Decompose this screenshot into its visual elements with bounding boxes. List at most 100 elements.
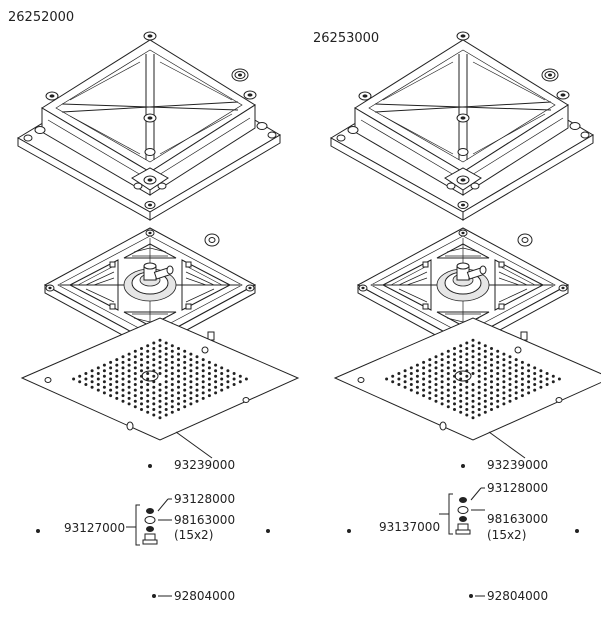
nozzle-hole	[508, 366, 512, 370]
nozzle-hole	[514, 374, 518, 378]
nozzle-hole	[415, 369, 419, 373]
nozzle-hole	[195, 377, 199, 381]
nozzle-hole	[140, 352, 143, 356]
nozzle-hole	[490, 380, 493, 384]
nozzle-hole	[152, 402, 156, 406]
nozzle-hole	[207, 360, 211, 364]
nozzle-hole	[428, 380, 432, 384]
nozzle-hole	[164, 369, 168, 373]
nozzle-hole	[96, 383, 100, 386]
nozzle-hole	[471, 410, 475, 414]
nozzle-hole	[177, 408, 180, 411]
nozzle-hole	[490, 408, 493, 411]
nozzle-hole	[133, 394, 137, 398]
nozzle-hole	[146, 360, 150, 364]
part-qty-right: (15x2)	[487, 528, 527, 542]
nozzle-hole	[164, 385, 168, 389]
nozzle-hole	[146, 394, 150, 398]
nozzle-hole	[127, 352, 131, 356]
nozzle-hole	[140, 380, 143, 384]
nozzle-hole	[158, 410, 162, 414]
nozzle-hole	[434, 394, 438, 398]
nozzle-hole	[527, 369, 531, 373]
nozzle-hole	[403, 369, 407, 373]
nozzle-hole	[183, 349, 187, 353]
nozzle-hole	[195, 388, 199, 392]
nozzle-hole	[409, 366, 413, 370]
nozzle-hole	[140, 396, 143, 400]
nozzle-hole	[115, 374, 119, 378]
nozzle-hole	[490, 391, 493, 395]
nozzle-hole	[446, 349, 450, 353]
nozzle-hole	[177, 402, 180, 406]
nozzle-hole	[428, 391, 432, 395]
nozzle-hole	[170, 377, 174, 381]
nozzle-hole	[158, 394, 162, 398]
nozzle-hole	[177, 347, 180, 350]
nozzle-hole	[502, 358, 506, 362]
nozzle-hole	[220, 366, 224, 370]
nozzle-plate-right	[334, 317, 601, 441]
nozzle-hole	[109, 394, 113, 398]
nozzle-hole	[397, 383, 401, 386]
nozzle-hole	[146, 399, 150, 403]
nozzle-hole	[459, 355, 463, 359]
nozzle-hole	[140, 363, 143, 367]
nozzle-hole	[121, 388, 125, 392]
nozzle-hole	[440, 352, 444, 356]
nozzle-hole	[121, 366, 125, 370]
nozzle-hole	[189, 402, 193, 406]
nozzle-hole	[514, 369, 518, 373]
nozzle-hole	[471, 338, 475, 342]
nozzle-hole	[453, 352, 456, 356]
nozzle-hole	[152, 413, 156, 417]
nozzle-hole	[422, 383, 426, 386]
nozzle-hole	[496, 360, 500, 364]
nozzle-hole	[483, 372, 487, 375]
nozzle-hole	[158, 355, 162, 359]
nozzle-hole	[133, 349, 137, 353]
nozzle-hole	[459, 366, 463, 370]
leader-plate-left	[175, 431, 213, 459]
screw-icon	[461, 464, 465, 468]
nozzle-hole	[152, 369, 156, 373]
nozzle-hole	[121, 383, 125, 386]
nozzle-hole	[152, 374, 156, 378]
nozzle-hole	[477, 374, 481, 378]
nozzle-hole	[201, 380, 205, 384]
nozzle-hole	[214, 385, 218, 389]
nozzle-hole	[177, 380, 180, 384]
nozzle-hole	[164, 391, 168, 395]
nozzle-hole	[422, 372, 426, 375]
nozzle-hole	[226, 374, 230, 378]
nozzle-hole	[459, 360, 463, 364]
nozzle-hole	[232, 372, 236, 375]
nozzle-hole	[490, 369, 493, 373]
nozzle-hole	[133, 377, 137, 381]
nozzle-hole	[483, 377, 487, 381]
nozzle-hole	[465, 391, 469, 395]
nozzle-hole	[520, 377, 524, 381]
nozzle-hole	[158, 383, 162, 386]
nozzle-hole	[164, 374, 168, 378]
nozzle-hole	[102, 369, 106, 373]
nozzle-hole	[428, 363, 432, 367]
nozzle-hole	[471, 405, 475, 409]
nozzle-hole	[220, 383, 224, 386]
nozzle-hole	[214, 374, 218, 378]
model-number-right: 26253000	[313, 31, 380, 46]
nozzle-hole	[453, 358, 456, 362]
nozzle-hole	[496, 405, 500, 409]
nozzle-hole	[201, 391, 205, 395]
nozzle-hole	[453, 374, 456, 378]
nozzle-hole	[177, 374, 180, 378]
nozzle-hole	[115, 369, 119, 373]
nozzle-hole	[465, 374, 469, 378]
nozzle-hole	[152, 380, 156, 384]
nozzle-hole	[170, 394, 174, 398]
nozzle-hole	[78, 380, 82, 384]
nozzle-hole	[158, 372, 162, 375]
nozzle-hole	[90, 380, 94, 384]
nozzle-hole	[152, 363, 156, 367]
nozzle-hole	[226, 380, 230, 384]
